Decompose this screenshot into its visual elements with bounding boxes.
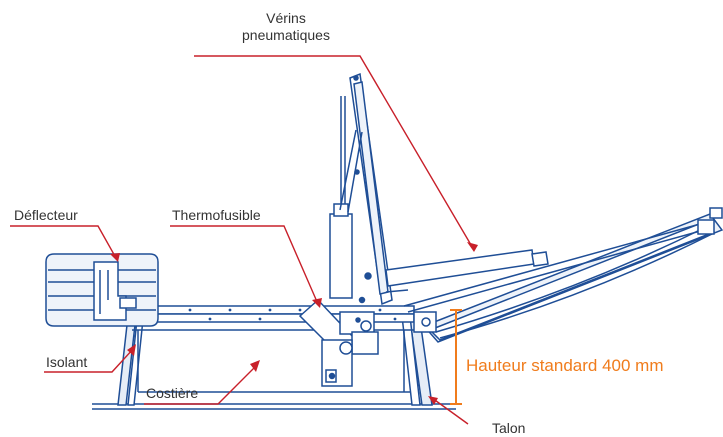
hinge-mechanism [298, 298, 379, 387]
ground-base [92, 403, 456, 410]
label-verins-line1: Vérins [266, 10, 306, 26]
leader-lines [10, 55, 478, 425]
deflector-module [45, 253, 159, 327]
label-deflecteur: Déflecteur [14, 207, 78, 223]
height-dimension [450, 309, 462, 405]
vertical-cylinder [329, 72, 393, 306]
label-thermofusible: Thermofusible [172, 207, 261, 223]
label-isolant: Isolant [46, 354, 88, 370]
label-hauteur-standard: Hauteur standard 400 mm [466, 356, 664, 375]
label-talon: Talon [492, 420, 526, 436]
label-costiere: Costière [146, 385, 199, 401]
opened-lid [385, 207, 723, 343]
label-verins-line2: pneumatiques [242, 27, 330, 43]
